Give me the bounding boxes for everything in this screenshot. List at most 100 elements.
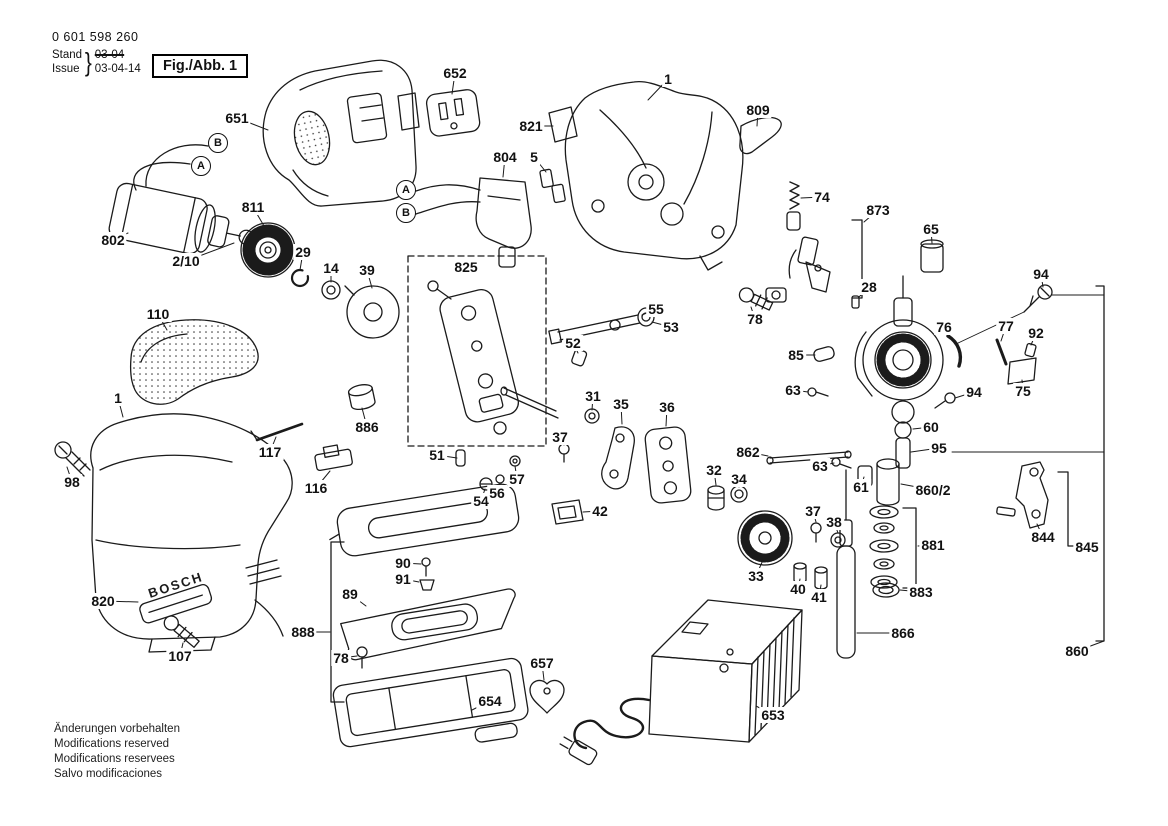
part-callout-34: 34 bbox=[729, 471, 749, 487]
part-callout-809: 809 bbox=[744, 102, 772, 118]
switch-assembly bbox=[415, 168, 566, 268]
part-callout-85: 85 bbox=[786, 347, 806, 363]
part-callout-654: 654 bbox=[476, 693, 504, 709]
plate-821 bbox=[548, 106, 578, 143]
modifications-note: Änderungen vorbehalten Modifications res… bbox=[54, 722, 180, 782]
part-callout-38: 38 bbox=[824, 514, 844, 530]
issue-value: 03-04-14 bbox=[94, 63, 141, 75]
part-callout-77: 77 bbox=[996, 318, 1016, 334]
part-callout-35: 35 bbox=[611, 396, 631, 412]
stand-value: 03-04 bbox=[94, 49, 125, 61]
part-callout-873: 873 bbox=[864, 202, 892, 218]
base-plate-stack bbox=[329, 483, 565, 748]
brand-logo: BOSCH bbox=[146, 569, 205, 601]
stand-issue-block: Stand Issue } 03-04 03-04-14 bbox=[52, 48, 141, 76]
part-callout-78: 78 bbox=[331, 650, 351, 666]
wire-marker-A: A bbox=[396, 180, 416, 200]
part-callout-94: 94 bbox=[1031, 266, 1051, 282]
part-callout-860_2: 860/2 bbox=[913, 482, 953, 498]
part-callout-883: 883 bbox=[907, 584, 935, 600]
part-callout-881: 881 bbox=[919, 537, 947, 553]
part-callout-63: 63 bbox=[810, 458, 830, 474]
part-callout-117: 117 bbox=[256, 444, 284, 460]
part-callout-39: 39 bbox=[357, 262, 377, 278]
part-callout-107: 107 bbox=[166, 648, 194, 664]
part-callout-36: 36 bbox=[657, 399, 677, 415]
part-callout-98: 98 bbox=[62, 474, 82, 490]
part-callout-54: 54 bbox=[471, 493, 491, 509]
stand-label: Stand bbox=[52, 49, 83, 61]
part-callout-811: 811 bbox=[239, 199, 267, 215]
part-callout-57: 57 bbox=[507, 471, 527, 487]
battery-cap bbox=[425, 89, 481, 137]
part-callout-91: 91 bbox=[393, 571, 413, 587]
part-callout-74: 74 bbox=[812, 189, 832, 205]
part-callout-804: 804 bbox=[491, 149, 519, 165]
wire-marker-B: B bbox=[396, 203, 416, 223]
part-callout-802: 802 bbox=[99, 232, 127, 248]
counterbalance-assembly bbox=[707, 181, 1105, 659]
part-callout-33: 33 bbox=[746, 568, 766, 584]
part-callout-65: 65 bbox=[921, 221, 941, 237]
housing-half bbox=[548, 81, 782, 271]
battery-pack bbox=[262, 59, 481, 207]
note-line-en: Modifications reserved bbox=[54, 738, 170, 750]
part-callout-63: 63 bbox=[783, 382, 803, 398]
figure-label-text: Fig./Abb. 1 bbox=[163, 58, 238, 74]
part-callout-89: 89 bbox=[340, 586, 360, 602]
part-callout-116: 116 bbox=[302, 480, 330, 496]
brace-glyph: } bbox=[84, 47, 92, 77]
part-number: 0 601 598 260 bbox=[52, 30, 139, 44]
handle bbox=[129, 319, 259, 405]
part-callout-56: 56 bbox=[487, 485, 507, 501]
part-callout-53: 53 bbox=[661, 319, 681, 335]
charger bbox=[559, 599, 803, 766]
wing-809 bbox=[739, 116, 782, 155]
part-callout-866: 866 bbox=[889, 625, 917, 641]
part-callout-821: 821 bbox=[517, 118, 545, 134]
part-callout-76: 76 bbox=[934, 319, 954, 335]
part-callout-78: 78 bbox=[745, 311, 765, 327]
part-callout-2_10: 2/10 bbox=[170, 253, 202, 269]
note-line-de: Änderungen vorbehalten bbox=[54, 723, 180, 735]
part-callout-844: 844 bbox=[1029, 529, 1057, 545]
figure-label: Fig./Abb. 1 bbox=[152, 54, 249, 78]
part-callout-888: 888 bbox=[289, 624, 317, 640]
part-callout-886: 886 bbox=[353, 419, 381, 435]
part-callout-862: 862 bbox=[734, 444, 762, 460]
part-callout-820: 820 bbox=[89, 593, 117, 609]
part-callout-61: 61 bbox=[851, 479, 871, 495]
part-callout-1: 1 bbox=[112, 390, 124, 406]
wire-marker-B: B bbox=[208, 133, 228, 153]
part-callout-95: 95 bbox=[929, 440, 949, 456]
part-callout-651: 651 bbox=[223, 110, 251, 126]
part-callout-31: 31 bbox=[583, 388, 603, 404]
part-callout-52: 52 bbox=[563, 335, 583, 351]
part-callout-75: 75 bbox=[1013, 383, 1033, 399]
part-callout-94: 94 bbox=[964, 384, 984, 400]
part-callout-1: 1 bbox=[662, 71, 674, 87]
note-line-es: Salvo modificaciones bbox=[54, 768, 163, 780]
sleeve-886 bbox=[347, 384, 376, 411]
part-callout-110: 110 bbox=[144, 306, 172, 322]
part-callout-845: 845 bbox=[1073, 539, 1101, 555]
issue-label: Issue bbox=[52, 63, 80, 75]
part-callout-653: 653 bbox=[759, 707, 787, 723]
part-callout-90: 90 bbox=[393, 555, 413, 571]
part-callout-32: 32 bbox=[704, 462, 724, 478]
part-callout-37: 37 bbox=[803, 503, 823, 519]
wire-marker-A: A bbox=[191, 156, 211, 176]
part-callout-860: 860 bbox=[1063, 643, 1091, 659]
part-callout-41: 41 bbox=[809, 589, 829, 605]
part-callout-825: 825 bbox=[452, 259, 480, 275]
part-callout-652: 652 bbox=[441, 65, 469, 81]
part-callout-55: 55 bbox=[646, 301, 666, 317]
jigsaw-body: BOSCH bbox=[54, 413, 353, 653]
part-callout-37: 37 bbox=[550, 429, 570, 445]
part-callout-42: 42 bbox=[590, 503, 610, 519]
part-callout-29: 29 bbox=[293, 244, 313, 260]
part-callout-92: 92 bbox=[1026, 325, 1046, 341]
part-callout-40: 40 bbox=[788, 581, 808, 597]
